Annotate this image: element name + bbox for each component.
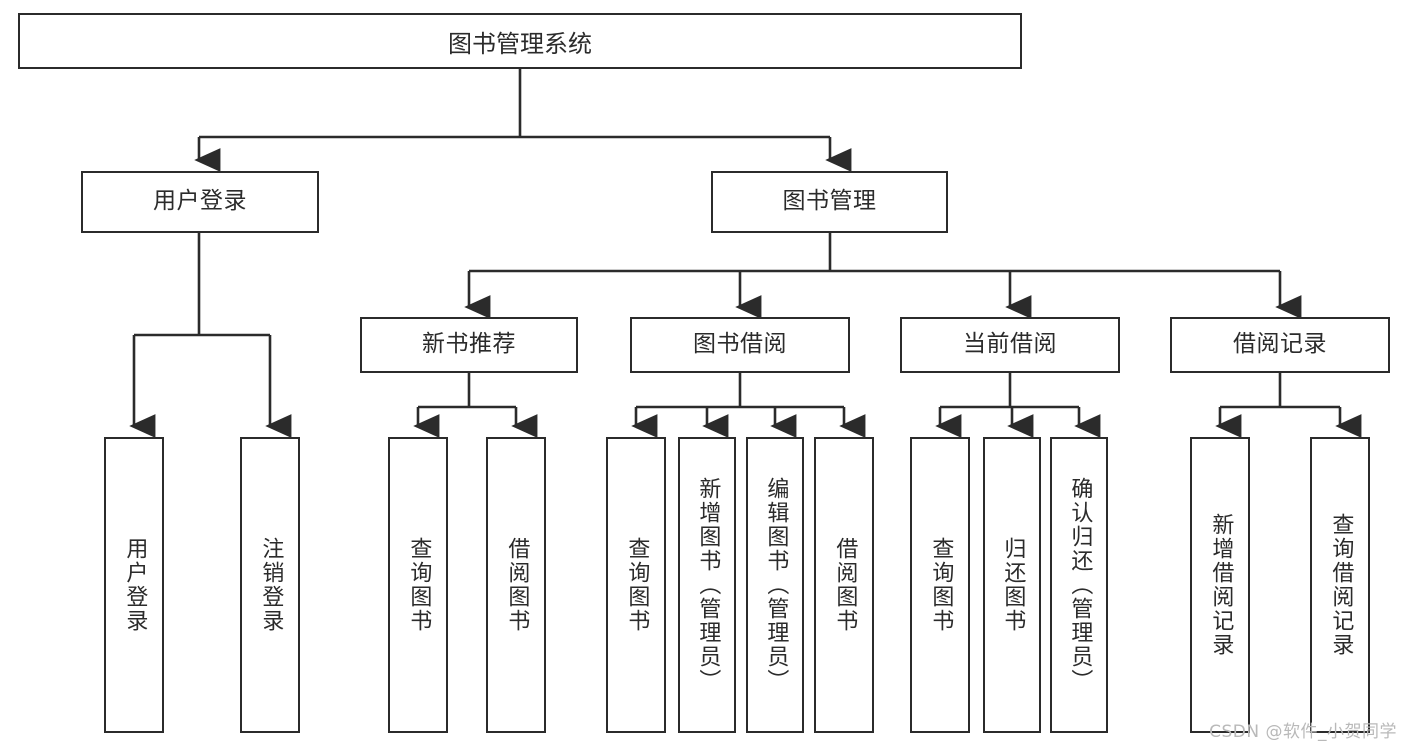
leaf-user-logout[interactable]: 注销登录 [240, 437, 300, 733]
node-label: 图书管理系统 [448, 29, 592, 58]
node-label: 新增借阅记录 [1208, 513, 1234, 657]
leaf-return-book[interactable]: 归还图书 [983, 437, 1041, 733]
node-label: 借阅记录 [1233, 331, 1327, 358]
node-label: 注销登录 [258, 537, 284, 633]
node-book-borrow[interactable]: 图书借阅 [630, 317, 850, 373]
node-label: 图书管理 [782, 188, 877, 215]
node-label: 借阅图书 [832, 537, 858, 633]
leaf-confirm-return[interactable]: 确认归还（管理员） [1050, 437, 1108, 733]
node-label: 归还图书 [1000, 537, 1026, 633]
leaf-query-book-2[interactable]: 查询图书 [606, 437, 666, 733]
node-label: 查询借阅记录 [1328, 513, 1354, 657]
node-user-login[interactable]: 用户登录 [81, 171, 319, 233]
leaf-borrow-book-1[interactable]: 借阅图书 [486, 437, 546, 733]
node-book-manage[interactable]: 图书管理 [711, 171, 948, 233]
leaf-query-borrow-record[interactable]: 查询借阅记录 [1310, 437, 1370, 733]
leaf-query-book-1[interactable]: 查询图书 [388, 437, 448, 733]
node-label: 借阅图书 [504, 537, 530, 633]
node-label: 用户登录 [122, 537, 148, 633]
node-current-borrow[interactable]: 当前借阅 [900, 317, 1120, 373]
node-borrow-record[interactable]: 借阅记录 [1170, 317, 1390, 373]
leaf-edit-book[interactable]: 编辑图书（管理员） [746, 437, 804, 733]
node-root[interactable]: 图书管理系统 [18, 13, 1022, 69]
node-label: 图书借阅 [693, 331, 787, 358]
node-label: 新书推荐 [422, 331, 516, 358]
node-label: 查询图书 [928, 537, 954, 633]
node-label: 确认归还（管理员） [1067, 477, 1093, 693]
node-label: 编辑图书（管理员） [763, 477, 789, 693]
node-new-book-recommend[interactable]: 新书推荐 [360, 317, 578, 373]
leaf-add-borrow-record[interactable]: 新增借阅记录 [1190, 437, 1250, 733]
csdn-watermark: CSDN @软件_小贺同学 [1209, 722, 1397, 742]
node-label: 查询图书 [624, 537, 650, 633]
leaf-add-book[interactable]: 新增图书（管理员） [678, 437, 736, 733]
node-label: 新增图书（管理员） [695, 477, 721, 693]
leaf-user-login[interactable]: 用户登录 [104, 437, 164, 733]
leaf-borrow-book-2[interactable]: 借阅图书 [814, 437, 874, 733]
node-label: 查询图书 [406, 537, 432, 633]
node-label: 当前借阅 [963, 331, 1057, 358]
leaf-query-book-3[interactable]: 查询图书 [910, 437, 970, 733]
node-label: 用户登录 [153, 188, 247, 215]
